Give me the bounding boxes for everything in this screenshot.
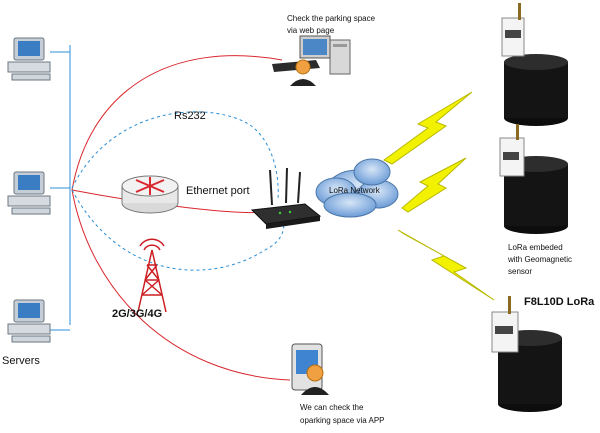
geomagnetic-sensor-3	[491, 296, 562, 412]
server-connector-lines	[50, 45, 71, 331]
rs232-label: Rs232	[174, 110, 206, 122]
app-check-text-line1: We can check the	[300, 403, 364, 412]
geomagnetic-sensor-1	[501, 3, 568, 126]
lora-network-cloud	[315, 158, 399, 218]
web-check-text-line2: via web page	[287, 26, 335, 35]
web-check-text-line1: Check the parking space	[287, 14, 376, 23]
app-check-text-line2: oparking space via APP	[300, 416, 385, 425]
servers-label: Servers	[2, 355, 40, 367]
lora-network-label: LoRa Network	[329, 186, 380, 195]
blue-dashed-curves	[71, 111, 285, 271]
sensor-text-line3: sensor	[508, 267, 533, 276]
sensor-text-line1: LoRa embeded	[508, 243, 563, 252]
server-middle	[7, 171, 51, 215]
web-user-icon	[272, 35, 351, 86]
red-link-curves	[71, 55, 291, 381]
cell-tower-icon	[137, 238, 167, 313]
server-top	[7, 37, 51, 81]
ethernet-switch-icon	[121, 175, 179, 214]
cellular-label: 2G/3G/4G	[112, 308, 163, 320]
ethernet-port-label: Ethernet port	[186, 185, 250, 197]
module-name-label: F8L10D LoRa	[524, 296, 595, 308]
lora-gateway-router	[250, 167, 322, 229]
lightning-links	[383, 91, 495, 301]
server-bottom	[7, 299, 51, 343]
sensor-text-line2: with Geomagnetic	[508, 255, 573, 264]
geomagnetic-sensor-2	[499, 124, 568, 234]
app-user-icon	[291, 343, 329, 395]
